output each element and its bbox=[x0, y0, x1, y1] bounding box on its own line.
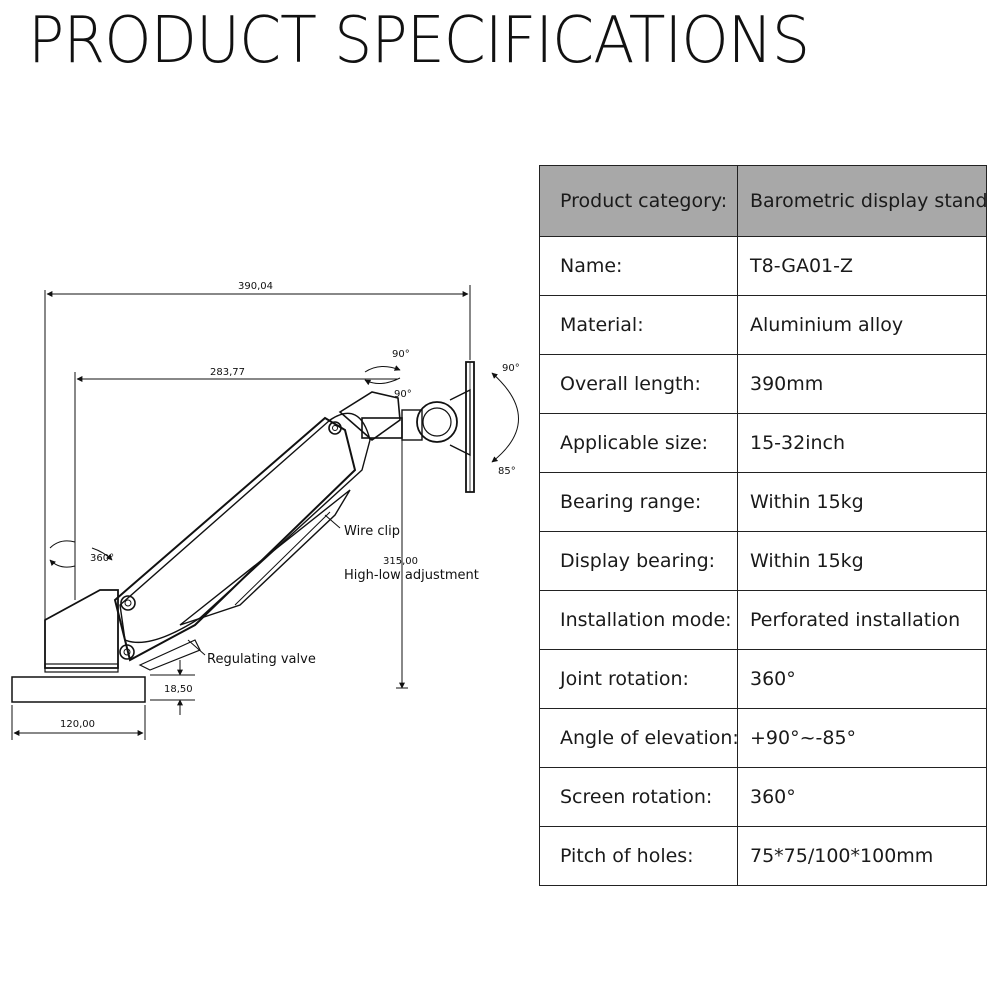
spec-label: Installation mode: bbox=[539, 590, 738, 650]
spec-label: Pitch of holes: bbox=[539, 826, 738, 886]
spec-value: Aluminium alloy bbox=[737, 295, 987, 355]
spec-label: Screen rotation: bbox=[539, 767, 738, 827]
spec-row: Material: Aluminium alloy bbox=[539, 295, 987, 355]
spec-label: Applicable size: bbox=[539, 413, 738, 473]
angle-base-rotation: 360° bbox=[90, 553, 114, 564]
spec-value: T8-GA01-Z bbox=[737, 236, 987, 296]
spec-value: 360° bbox=[737, 649, 987, 709]
spec-value: 390mm bbox=[737, 354, 987, 414]
angle-swivel-top: 90° bbox=[392, 349, 410, 360]
spec-label: Overall length: bbox=[539, 354, 738, 414]
technical-drawing: 390,04 283,77 315,00 18,50 120,00 360° 9… bbox=[11, 281, 520, 740]
spec-row: Angle of elevation: +90°~-85° bbox=[539, 708, 987, 768]
spec-row: Joint rotation: 360° bbox=[539, 649, 987, 709]
spec-value: Perforated installation bbox=[737, 590, 987, 650]
angle-swivel-bottom: 90° bbox=[394, 389, 412, 400]
spec-label: Material: bbox=[539, 295, 738, 355]
spec-value: Within 15kg bbox=[737, 472, 987, 532]
dim-arm-reach: 283,77 bbox=[210, 367, 245, 378]
spec-label: Angle of elevation: bbox=[539, 708, 738, 768]
spec-value: Within 15kg bbox=[737, 531, 987, 591]
spec-value: +90°~-85° bbox=[737, 708, 987, 768]
spec-row: Installation mode: Perforated installati… bbox=[539, 590, 987, 650]
spec-label: Product category: bbox=[539, 165, 738, 237]
spec-row: Overall length: 390mm bbox=[539, 354, 987, 414]
spec-value: Barometric display stand bbox=[737, 165, 987, 237]
spec-row: Name: T8-GA01-Z bbox=[539, 236, 987, 296]
spec-table: Product category: Barometric display sta… bbox=[539, 165, 987, 886]
callout-regulating-valve: Regulating valve bbox=[207, 652, 316, 667]
spec-label: Bearing range: bbox=[539, 472, 738, 532]
spec-label: Name: bbox=[539, 236, 738, 296]
spec-header-row: Product category: Barometric display sta… bbox=[539, 165, 987, 237]
dim-overall-length: 390,04 bbox=[238, 281, 273, 292]
spec-label: Display bearing: bbox=[539, 531, 738, 591]
spec-value: 360° bbox=[737, 767, 987, 827]
angle-tilt-up: 90° bbox=[502, 363, 520, 374]
dim-base-thickness: 18,50 bbox=[164, 684, 193, 695]
page-title: PRODUCT SPECIFICATIONS bbox=[28, 4, 810, 78]
spec-label: Joint rotation: bbox=[539, 649, 738, 709]
spec-row: Bearing range: Within 15kg bbox=[539, 472, 987, 532]
callout-high-low-adjustment: High-low adjustment bbox=[344, 568, 479, 583]
spec-value: 15-32inch bbox=[737, 413, 987, 473]
spec-value: 75*75/100*100mm bbox=[737, 826, 987, 886]
spec-row: Display bearing: Within 15kg bbox=[539, 531, 987, 591]
callout-wire-clip: Wire clip bbox=[344, 524, 400, 539]
dim-height: 315,00 bbox=[383, 556, 418, 567]
spec-row: Applicable size: 15-32inch bbox=[539, 413, 987, 473]
dim-base-width: 120,00 bbox=[60, 719, 95, 730]
spec-row: Pitch of holes: 75*75/100*100mm bbox=[539, 826, 987, 886]
angle-tilt-down: 85° bbox=[498, 466, 516, 477]
spec-row: Screen rotation: 360° bbox=[539, 767, 987, 827]
